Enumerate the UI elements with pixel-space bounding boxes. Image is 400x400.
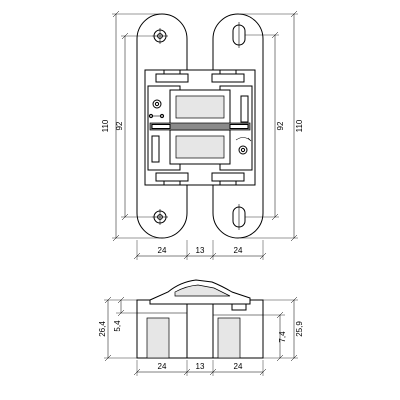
left-top-screw-hole (152, 28, 168, 44)
dim-section-right: 7,4 25,9 (263, 296, 304, 362)
dim-hole-pitch-left: 92 (115, 32, 152, 221)
hinge-mechanism (144, 69, 256, 186)
dim-hole-pitch-right: 92 (245, 31, 285, 221)
dim-widths-front: 24 13 24 (133, 240, 267, 260)
dim-label-24-front-left: 24 (158, 246, 167, 255)
dim-overall-height-right: 110 (240, 10, 304, 242)
dim-label-25-9: 25,9 (295, 321, 304, 337)
dim-label-110-left: 110 (101, 119, 110, 132)
left-bottom-screw-hole (152, 209, 168, 225)
dim-label-7-4: 7,4 (278, 331, 287, 343)
adjustment-screw-right (235, 137, 252, 155)
dim-label-5-4: 5,4 (113, 320, 122, 332)
dim-label-92-right: 92 (276, 121, 285, 130)
section-view: 26,4 5,4 7,4 25,9 (98, 279, 304, 376)
dim-label-24-section-right: 24 (234, 362, 243, 371)
dim-label-92-left: 92 (115, 121, 124, 130)
front-view: 110 92 92 110 (101, 10, 304, 260)
dim-label-110-right: 110 (295, 119, 304, 132)
dim-label-26-4: 26,4 (98, 321, 107, 337)
dim-label-13-section: 13 (196, 362, 205, 371)
adjustment-screw-left (148, 99, 165, 119)
dim-widths-section: 24 13 24 (133, 360, 267, 376)
dim-overall-height-left: 110 (101, 10, 160, 242)
dim-section-left: 26,4 5,4 (98, 296, 137, 362)
dim-label-24-section-left: 24 (158, 362, 167, 371)
dim-label-13-front: 13 (196, 246, 205, 255)
dim-label-24-front-right: 24 (234, 246, 243, 255)
